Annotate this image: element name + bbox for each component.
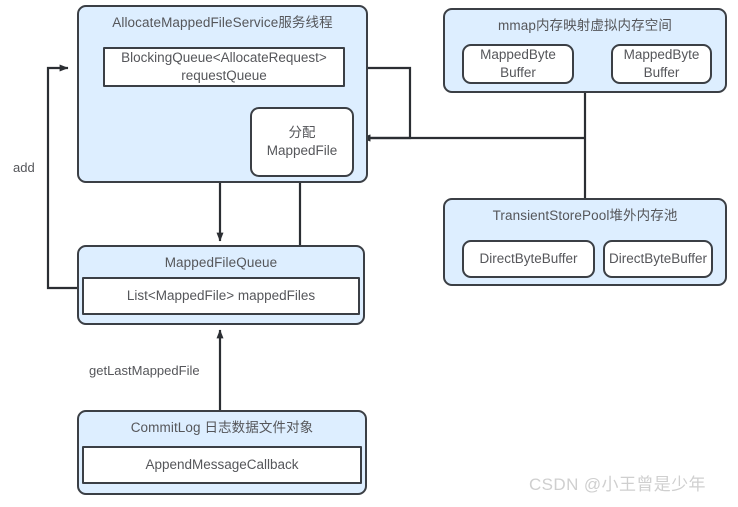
append-message-callback-label: AppendMessageCallback [145,457,299,473]
mapped-byte-buffer-left-line-2: Buffer [500,65,536,80]
group-title-mapped-file-queue: MappedFileQueue [164,255,278,270]
direct-byte-buffer-left-label: DirectByteBuffer [479,251,578,267]
csdn-watermark: CSDN @小王曾是少年 [529,475,706,494]
mapped-files-list[interactable]: List<MappedFile> mappedFiles [82,277,360,315]
group-title-allocate-service: AllocateMappedFileService服务线程 [112,15,333,30]
group-allocate-mapped-file-service[interactable]: AllocateMappedFileService服务线程 BlockingQu… [77,5,368,183]
group-mmap-virtual-memory[interactable]: mmap内存映射虚拟内存空间 MappedByte Buffer MappedB… [443,8,727,93]
mapped-files-list-label: List<MappedFile> mappedFiles [126,288,316,304]
mapped-byte-buffer-right-line-2: Buffer [643,65,680,80]
allocate-mapped-file-box[interactable]: 分配 MappedFile [250,107,354,177]
edge-label-add: add [13,160,35,175]
allocate-mapped-file-line-1: 分配 [288,125,316,141]
group-title-mmap: mmap内存映射虚拟内存空间 [498,18,672,33]
blocking-queue-request-queue[interactable]: BlockingQueue<AllocateRequest> requestQu… [103,47,345,87]
mapped-byte-buffer-right[interactable]: MappedByte Buffer [611,44,712,84]
direct-byte-buffer-right-label: DirectByteBuffer [608,251,708,267]
group-title-commit-log: CommitLog 日志数据文件对象 [130,420,314,435]
allocate-mapped-file-line-2: MappedFile [266,143,338,158]
group-title-transient-store-pool: TransientStorePool堆外内存池 [492,208,678,223]
append-message-callback[interactable]: AppendMessageCallback [82,446,362,484]
group-mapped-file-queue[interactable]: MappedFileQueue List<MappedFile> mappedF… [77,245,365,325]
direct-byte-buffer-right[interactable]: DirectByteBuffer [603,240,713,278]
edge-label-get-last-mapped-file: getLastMappedFile [89,363,200,378]
edge-request-to-alloc [361,66,412,142]
group-commit-log[interactable]: CommitLog 日志数据文件对象 AppendMessageCallback [77,410,367,495]
request-queue-line-1: BlockingQueue<AllocateRequest> [121,50,327,66]
mapped-byte-buffer-left[interactable]: MappedByte Buffer [462,44,574,84]
group-transient-store-pool[interactable]: TransientStorePool堆外内存池 DirectByteBuffer… [443,198,727,286]
mapped-byte-buffer-left-line-1: MappedByte [480,47,556,63]
edge-add [46,64,78,290]
mapped-byte-buffer-right-line-1: MappedByte [623,47,700,63]
request-queue-line-2: requestQueue [181,68,267,83]
direct-byte-buffer-left[interactable]: DirectByteBuffer [462,240,595,278]
